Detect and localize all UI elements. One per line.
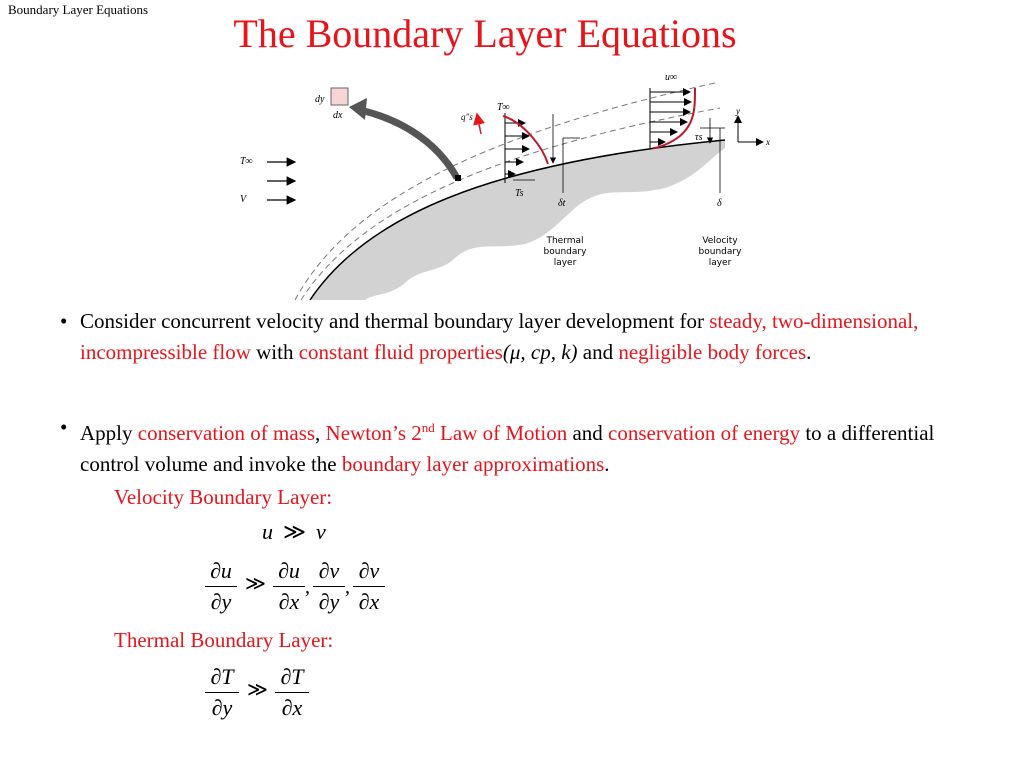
boundary-layer-diagram: dy dx T∞ V T∞ Ts q"s δt Thermal boundary…	[240, 72, 770, 301]
q-label: q"s	[461, 112, 473, 122]
velocity-profile	[652, 87, 696, 149]
velocity-edge-dashed	[300, 107, 721, 301]
thermal-bl-line3: layer	[554, 258, 577, 268]
slide-title: The Boundary Layer Equations	[233, 11, 737, 56]
u-inf-label: u∞	[665, 72, 677, 83]
t-inf-left-label: T∞	[240, 156, 253, 167]
delta-t-label: δt	[558, 198, 566, 209]
v-left-label: V	[240, 194, 248, 205]
x-axis-label: x	[765, 137, 770, 147]
temperature-profile	[502, 115, 549, 165]
dx-label: dx	[333, 110, 343, 121]
u-much-greater-v: u≫v	[262, 519, 326, 544]
y-axis-label: y	[735, 106, 740, 116]
bullet-mark: •	[60, 309, 68, 333]
bullet-2-text: Apply conservation of mass, Newton’s 2nd…	[80, 420, 935, 476]
delta-label: δ	[717, 198, 722, 209]
bullet-point-1: • Consider concurrent velocity and therm…	[60, 306, 980, 368]
thermal-bl-line1: Thermal	[545, 236, 583, 246]
dy-label: dy	[315, 94, 325, 105]
velocity-bl-line1: Velocity	[702, 236, 738, 246]
thermal-bl-line2: boundary	[544, 247, 588, 257]
bullet-mark: •	[60, 415, 68, 439]
corner-label: Boundary Layer Equations	[8, 2, 149, 17]
surface-line	[309, 139, 726, 301]
velocity-bl-line2: boundary	[699, 247, 743, 257]
velocity-bl-line3: layer	[709, 258, 732, 268]
t-inf-top-label: T∞	[497, 102, 510, 113]
temperature-gradient-relation: ∂T∂y ≫ ∂T∂x	[205, 664, 315, 734]
zoom-arrow	[359, 106, 461, 180]
bullet-point-2: • Apply conservation of mass, Newton’s 2…	[60, 412, 980, 480]
curved-body	[310, 140, 725, 300]
thermal-edge-dashed	[294, 82, 716, 301]
point-marker	[455, 175, 461, 181]
control-volume-box	[330, 87, 349, 106]
bullet-1-text: Consider concurrent velocity and thermal…	[80, 309, 919, 364]
velocity-heading: Velocity Boundary Layer:	[114, 485, 333, 509]
velocity-gradient-relation: ∂u∂y ≫ ∂u∂x , ∂v∂y , ∂v∂x	[205, 558, 395, 628]
ts-label: Ts	[515, 188, 524, 199]
tau-label: τs	[695, 132, 703, 143]
thermal-heading: Thermal Boundary Layer:	[114, 628, 334, 652]
